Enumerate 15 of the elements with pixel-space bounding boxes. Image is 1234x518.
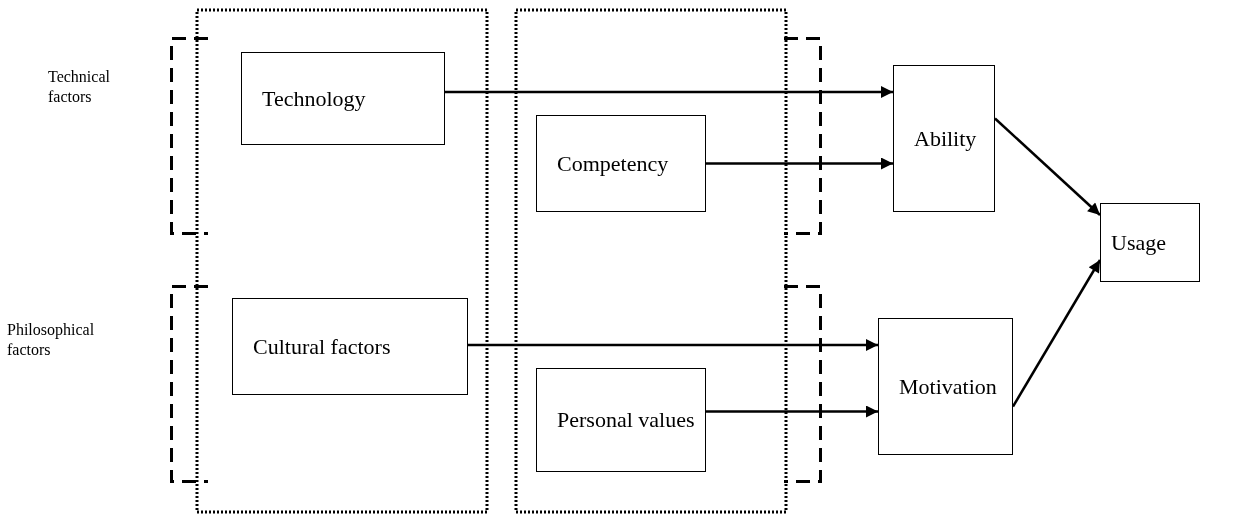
process-box: Competency xyxy=(536,115,706,212)
arrow xyxy=(445,86,893,98)
group-label: Philosophical factors xyxy=(7,320,96,360)
group-label: Technical factors xyxy=(48,67,111,107)
process-box: Cultural factors xyxy=(232,298,468,395)
arrow xyxy=(994,117,1101,216)
process-box: Ability xyxy=(893,65,995,212)
process-box: Usage xyxy=(1100,203,1200,282)
arrow xyxy=(468,339,878,351)
arrow xyxy=(706,157,893,170)
arrow xyxy=(706,405,878,418)
process-box: Motivation xyxy=(878,318,1013,455)
arrow xyxy=(1011,259,1102,408)
process-box: Personal values xyxy=(536,368,706,472)
process-box: Technology xyxy=(241,52,445,145)
